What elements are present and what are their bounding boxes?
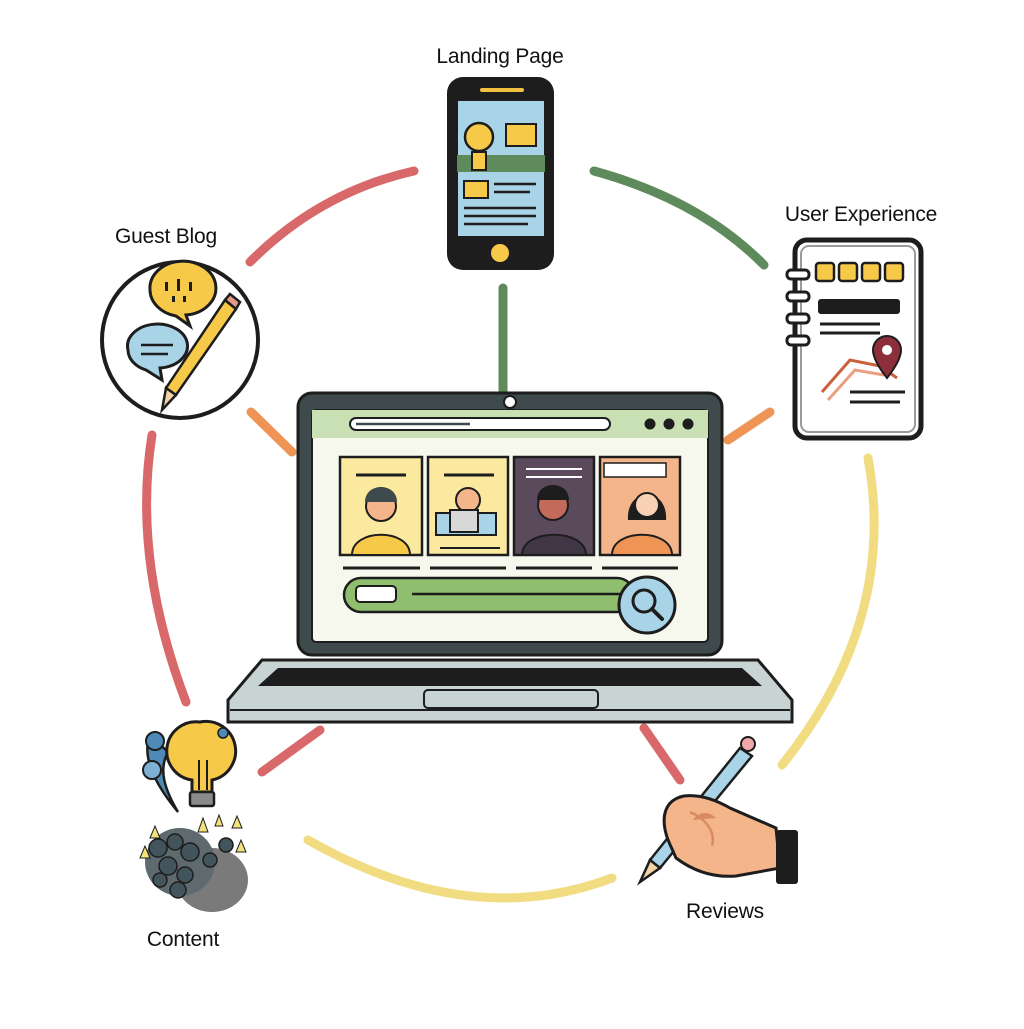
laptop-trackpad	[423, 689, 599, 709]
laptop-icon	[226, 391, 794, 724]
speech-bubble-yellow-icon	[148, 259, 218, 331]
label-landing-page: Landing Page	[436, 45, 564, 68]
profile-card-4	[598, 455, 682, 557]
phone-bulb-icon	[463, 121, 495, 153]
spoke-guest-blog	[246, 407, 297, 457]
profile-card-3	[512, 455, 596, 557]
arc-ux-to-reviews	[777, 453, 879, 770]
profile-card-1	[338, 455, 424, 557]
magnifier-icon	[617, 575, 677, 635]
spoke-ux	[723, 407, 775, 445]
ring-arcs	[142, 166, 879, 903]
arc-content-to-guest-blog	[142, 430, 191, 707]
browser-dot-1	[644, 418, 656, 430]
arc-guest-blog-to-landing	[245, 166, 419, 267]
map-pin-icon	[871, 335, 903, 380]
lightbulb-rocks-icon	[139, 719, 248, 912]
label-content: Content	[146, 928, 220, 951]
label-reviews: Reviews	[686, 900, 764, 923]
arc-landing-to-ux	[589, 166, 769, 270]
chat-bubbles-pencil-icon	[100, 259, 260, 420]
profile-card-2	[426, 455, 510, 557]
label-user-experience: User Experience	[784, 203, 938, 226]
spoke-content	[257, 725, 325, 777]
notebook-map-icon	[785, 237, 924, 441]
hand-writing-pencil-icon	[636, 736, 798, 886]
browser-dot-3	[682, 418, 694, 430]
browser-address-bar	[349, 417, 611, 431]
arc-reviews-to-content	[303, 835, 617, 903]
speech-bubble-blue-icon	[126, 322, 190, 384]
spoke-reviews	[639, 723, 685, 785]
spokes	[246, 283, 775, 785]
browser-dot-2	[663, 418, 675, 430]
pencil-icon	[160, 292, 242, 414]
label-guest-blog: Guest Blog	[115, 225, 217, 248]
smartphone-icon	[447, 77, 554, 270]
